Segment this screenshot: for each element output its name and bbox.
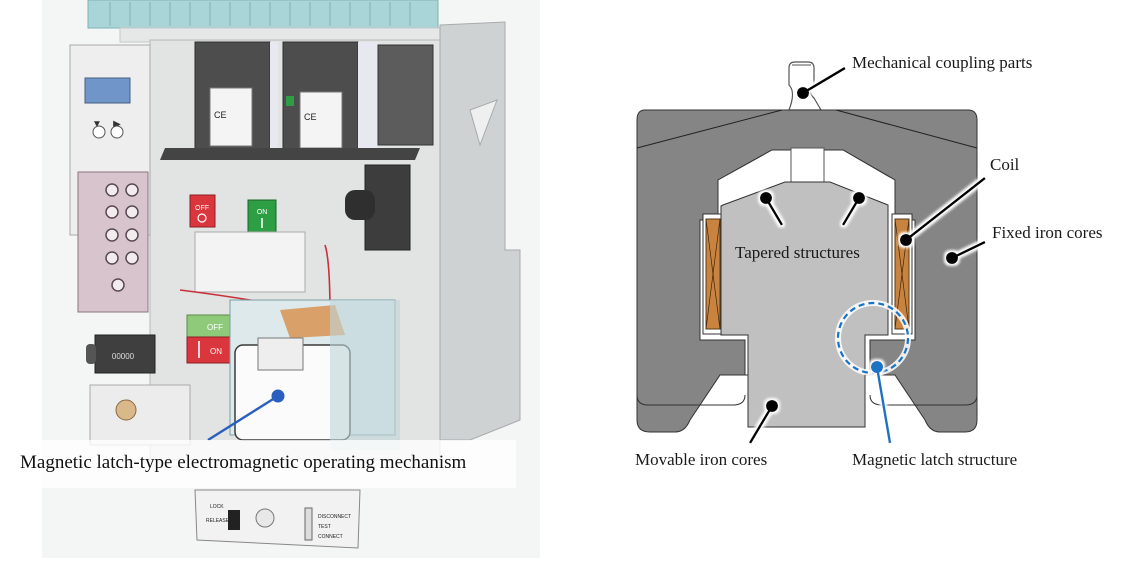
lcd-right-button-label: ▶ <box>113 119 121 130</box>
top-terminal-block <box>87 0 439 29</box>
magnetic-latch-leader-dot <box>871 361 883 373</box>
coil-leader-line <box>905 177 986 241</box>
label-fixed-iron-cores: Fixed iron cores <box>992 223 1102 242</box>
movable-core-leader-line <box>748 405 774 444</box>
on-push-button-label: ON <box>257 209 268 216</box>
fixed-core-seam-right <box>835 109 978 149</box>
caption-background <box>16 440 516 488</box>
label-tapered-structures: Tapered structures <box>735 243 860 262</box>
magnetic-latch-leader-line <box>875 366 892 444</box>
mechanism-bracket <box>280 305 345 338</box>
setting-dials <box>105 183 139 292</box>
mechanism-caption: Magnetic latch-type electromagnetic oper… <box>20 452 467 473</box>
counter-value: 00000 <box>112 352 135 361</box>
caption-leader-dot <box>271 389 285 403</box>
movable-iron-core <box>720 181 889 428</box>
coil-left <box>702 213 724 335</box>
fixed-core-seam-left <box>636 109 783 149</box>
magnetic-latch-highlight <box>836 301 910 375</box>
coupling-rod <box>790 147 825 184</box>
cross-section-diagram: Mechanical coupling parts Coil Fixed iro… <box>635 53 1102 469</box>
lower-terminal <box>89 384 191 446</box>
cross-section-panel: Mechanical coupling parts Coil Fixed iro… <box>600 0 1140 570</box>
module-2-label <box>299 91 343 149</box>
label-movable-iron-cores: Movable iron cores <box>635 450 767 469</box>
module-2-ce-mark: CE <box>304 112 317 122</box>
module-1-label <box>209 87 253 147</box>
coil-leader-dot <box>900 234 912 246</box>
tapered-leader-dot-right <box>853 192 865 204</box>
breaker-illustration: ▼ ▶ CE CE OFF ON <box>42 0 540 558</box>
module-1-ce-mark: CE <box>214 110 227 120</box>
off-push-button <box>189 194 216 228</box>
caption-leader-line <box>207 394 279 442</box>
lock-release-lever <box>228 510 240 530</box>
coupling-leader-line <box>802 66 846 95</box>
coupling-leader-dot <box>797 87 809 99</box>
lcd-down-button-label: ▼ <box>92 119 102 130</box>
tapered-leader-dot-left <box>760 192 772 204</box>
auxiliary-relay <box>377 44 434 146</box>
lock-label: LOCK <box>210 504 224 510</box>
terminal-ribs <box>109 2 411 26</box>
lcd-right-button <box>110 125 124 139</box>
breaker-illustration-panel: ▼ ▶ CE CE OFF ON <box>0 0 560 570</box>
coupling-shaft <box>788 61 823 111</box>
off-push-button-label: OFF <box>195 205 209 212</box>
fixed-core-leader-dot <box>946 252 958 264</box>
lcd-display <box>84 77 131 104</box>
connect-label: CONNECT <box>318 534 343 540</box>
fixed-core-leader-line <box>951 240 986 260</box>
label-magnetic-latch-structure: Magnetic latch structure <box>852 450 1017 469</box>
test-label: TEST <box>318 524 331 530</box>
disconnect-label: DISCONNECT <box>318 514 351 520</box>
label-coil: Coil <box>990 155 1020 174</box>
drawout-panel <box>194 489 361 549</box>
movable-core-leader-dot <box>766 400 778 412</box>
mounting-plate <box>160 148 420 160</box>
indicator-on-label: ON <box>210 347 222 356</box>
indicator-off-label: OFF <box>207 323 223 332</box>
label-mechanical-coupling: Mechanical coupling parts <box>852 53 1032 72</box>
lcd-down-button <box>92 125 106 139</box>
release-label: RELEASE <box>206 518 230 524</box>
